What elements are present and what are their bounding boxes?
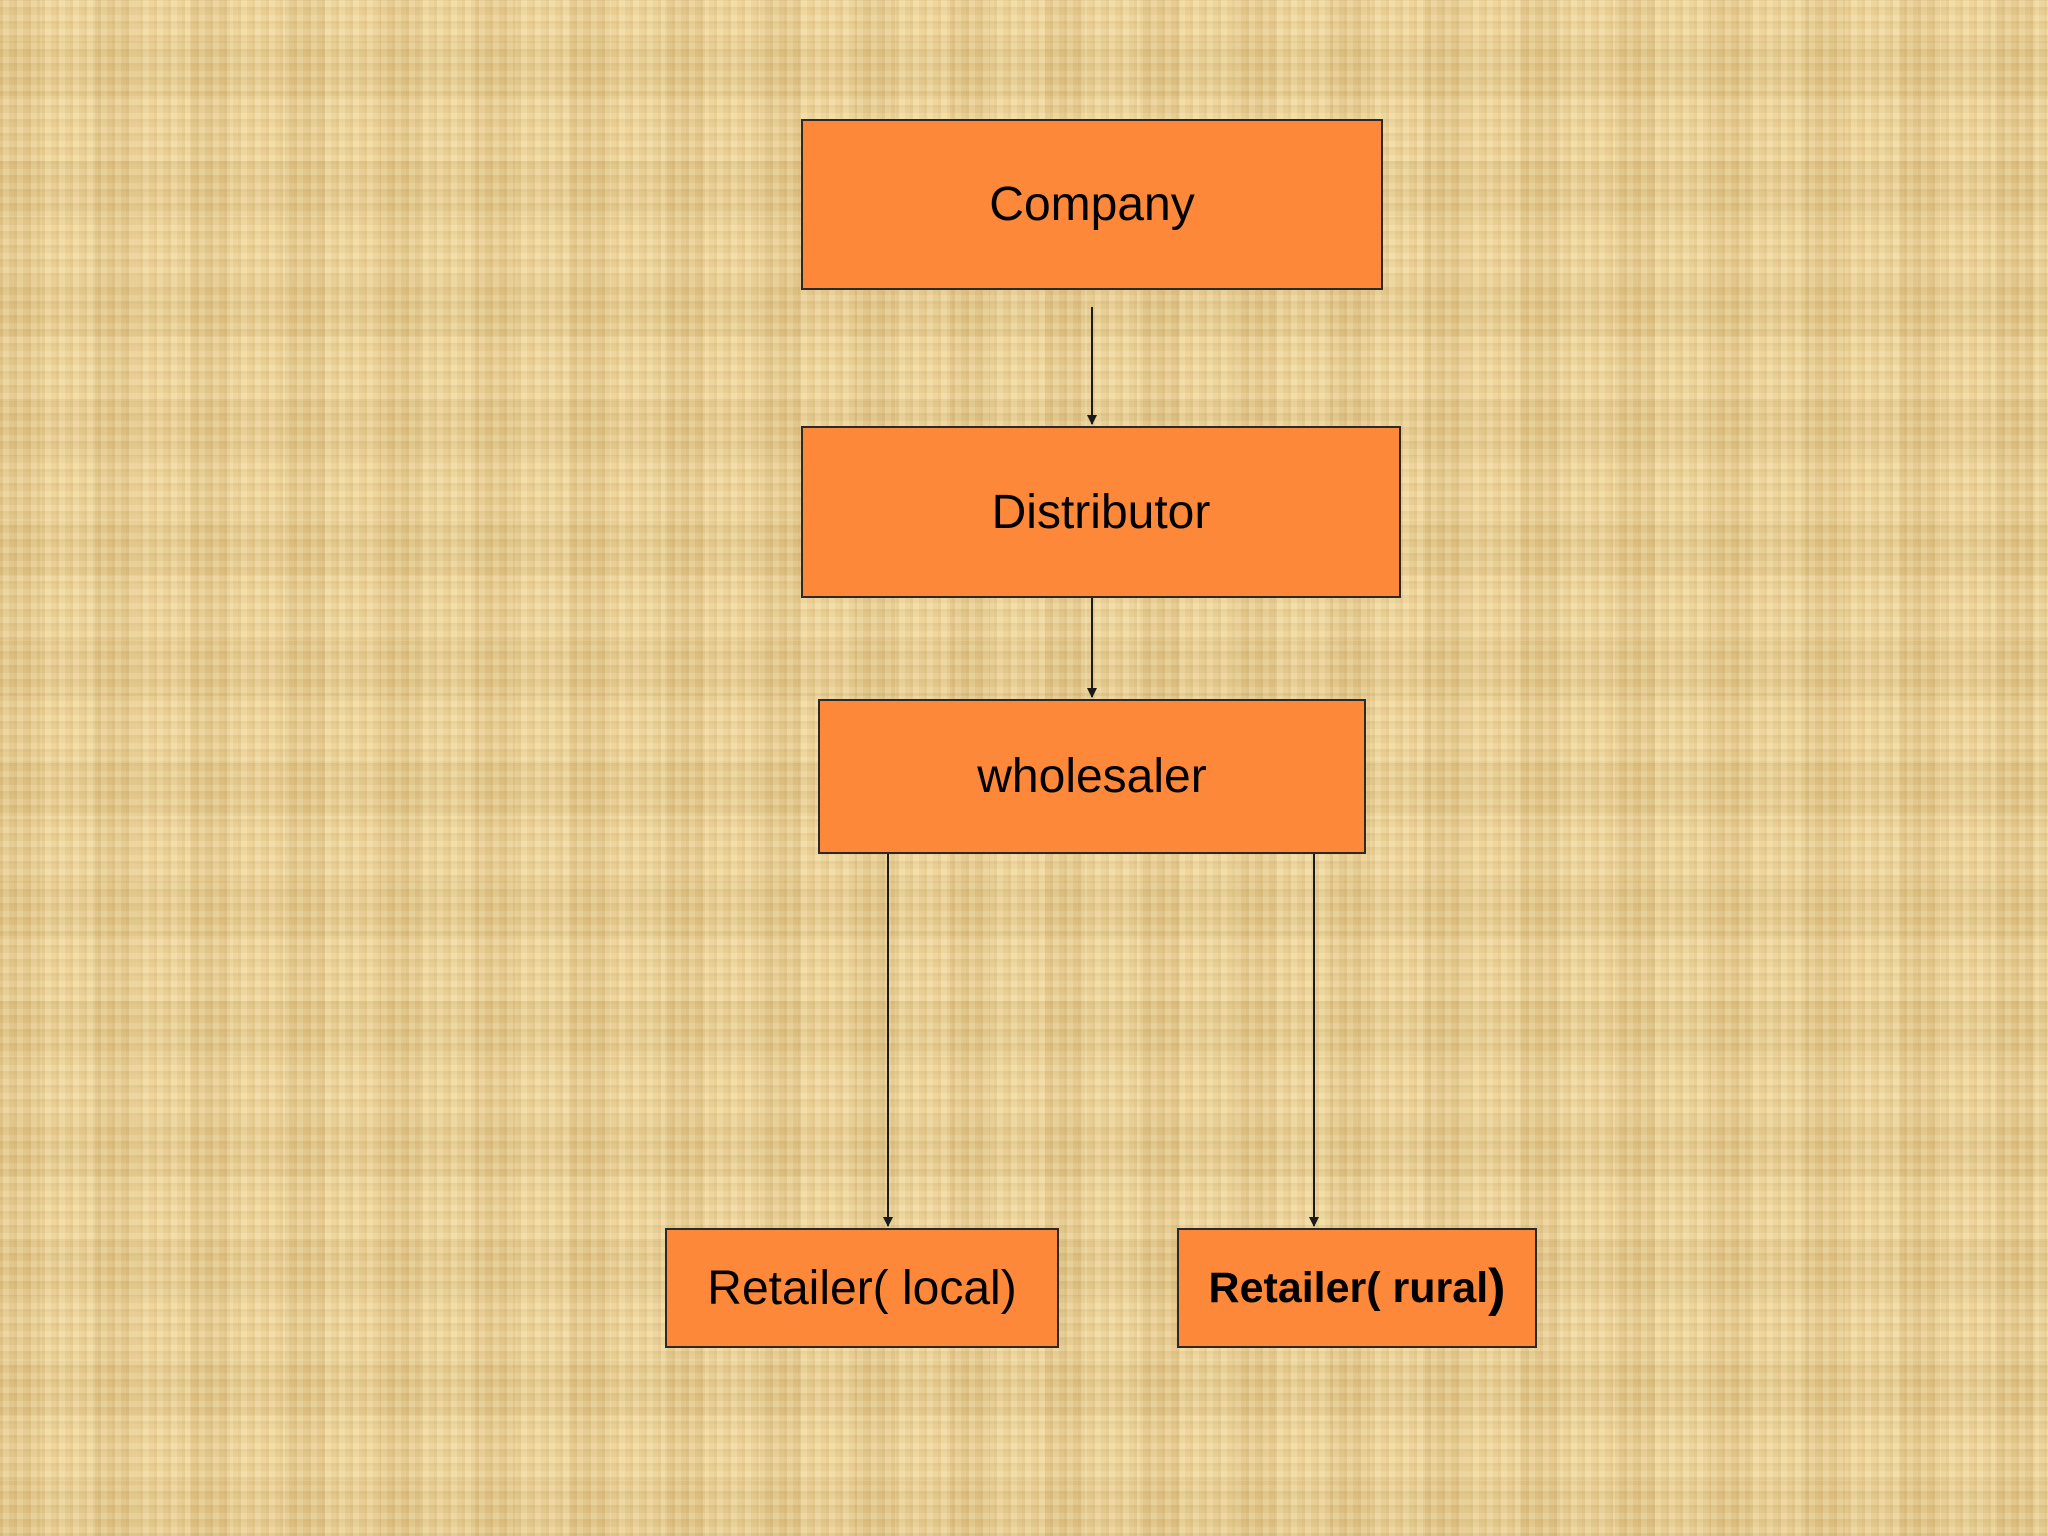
node-retailer-local-label: Retailer( local) (707, 1261, 1017, 1315)
node-company-label: Company (989, 178, 1195, 231)
node-retailer-rural: Retailer( rural) (1177, 1228, 1537, 1348)
node-company: Company (801, 119, 1383, 290)
node-distributor-label: Distributor (991, 485, 1211, 539)
node-retailer-rural-label: Retailer( rural (1208, 1263, 1489, 1312)
node-wholesaler: wholesaler (818, 699, 1366, 854)
node-retailer-rural-close-paren: ) (1488, 1259, 1506, 1317)
node-distributor: Distributor (801, 426, 1401, 598)
node-retailer-local: Retailer( local) (665, 1228, 1059, 1348)
node-wholesaler-label: wholesaler (977, 750, 1207, 803)
